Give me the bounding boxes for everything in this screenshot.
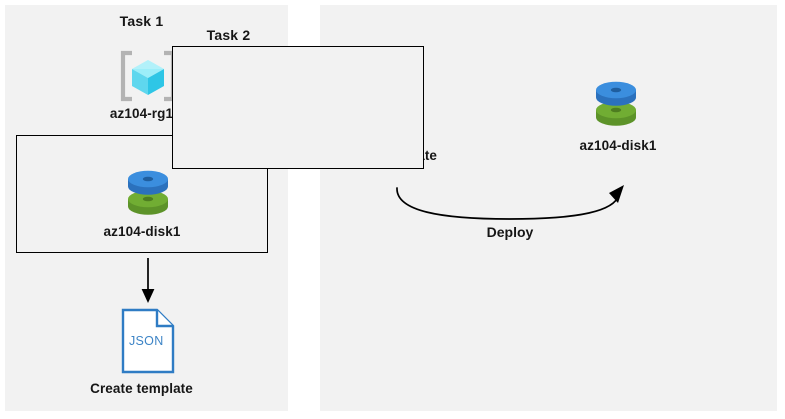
resource-group-label: az104-rg1 (109, 106, 174, 121)
deploy-label: Deploy (486, 224, 534, 240)
create-template-arrow (141, 258, 155, 303)
task-2-disk-label: az104-disk1 (579, 138, 657, 153)
panel-task-2-title: Task 2 (206, 27, 251, 43)
resource-group-icon (119, 50, 177, 102)
managed-disk-icon (591, 77, 641, 129)
json-document-icon: JSON (121, 308, 175, 374)
create-template-label: Create template (90, 381, 193, 396)
deploy-arrow (396, 185, 624, 220)
task-2-disk-box (172, 46, 424, 169)
panel-task-1-title: Task 1 (119, 13, 164, 29)
json-icon-text: JSON (129, 334, 164, 348)
task-1-disk-label: az104-disk1 (103, 224, 181, 239)
managed-disk-icon (123, 166, 173, 218)
